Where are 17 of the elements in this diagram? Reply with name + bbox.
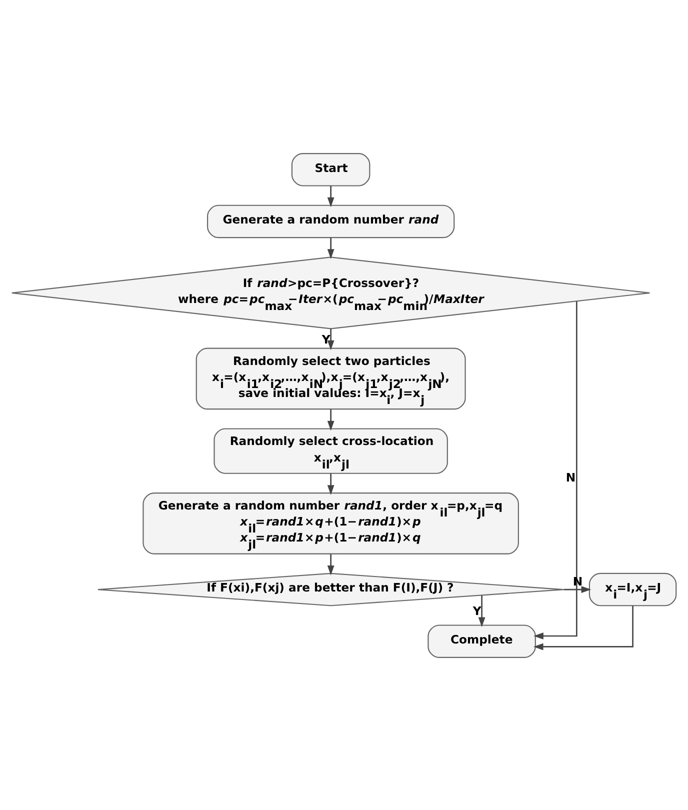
- arrow: [534, 300, 578, 639]
- arrow: [327, 554, 334, 575]
- node-box: Complete: [428, 624, 536, 658]
- arrow: [564, 586, 592, 592]
- edge-label: Y: [472, 604, 482, 618]
- arrow: [327, 185, 334, 207]
- node-box: Start: [291, 152, 370, 186]
- arrow: [327, 237, 334, 258]
- node-box: Generate a random number rand: [207, 204, 455, 238]
- node-diamond: If F(xi),F(xj) are better than F(I),F(J) ?: [97, 572, 564, 606]
- edge-label: N: [566, 470, 576, 484]
- arrow: [327, 328, 334, 350]
- edge-label: Y: [322, 332, 330, 346]
- arrow: [327, 408, 334, 430]
- arrow: [327, 473, 334, 494]
- arrow: [533, 605, 634, 650]
- arrow: [478, 594, 486, 627]
